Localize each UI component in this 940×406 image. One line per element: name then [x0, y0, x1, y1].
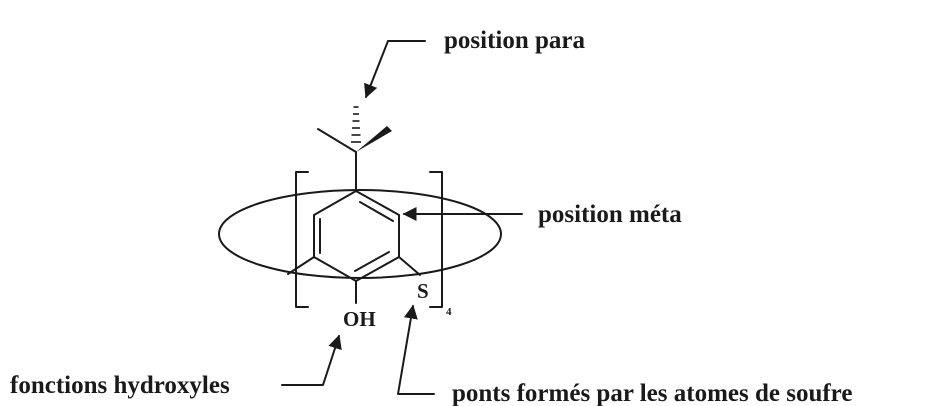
hydroxyl-arrow [281, 334, 342, 386]
sulfur-atom: S [417, 279, 429, 303]
wedge-bond [356, 126, 392, 152]
left-bridge-bond [287, 256, 315, 275]
hashed-bond [351, 106, 361, 143]
hydroxyl-label: fonctions hydroxyles [10, 372, 230, 399]
left-bracket [295, 171, 309, 308]
right-bracket [429, 171, 443, 308]
macrocycle-ring [218, 189, 502, 279]
hydroxyl-group: OH [343, 307, 376, 331]
bridges-label: ponts formés par les atomes de soufre [452, 380, 852, 406]
meta-label: position méta [538, 201, 682, 228]
para-arrow [364, 40, 426, 99]
para-label: position para [444, 27, 586, 54]
benzene-ring [313, 190, 400, 282]
bridges-arrow [397, 304, 435, 395]
sulfur-bond [398, 256, 421, 276]
tert-butyl-group [317, 106, 392, 192]
repeat-subscript: 4 [446, 306, 452, 318]
